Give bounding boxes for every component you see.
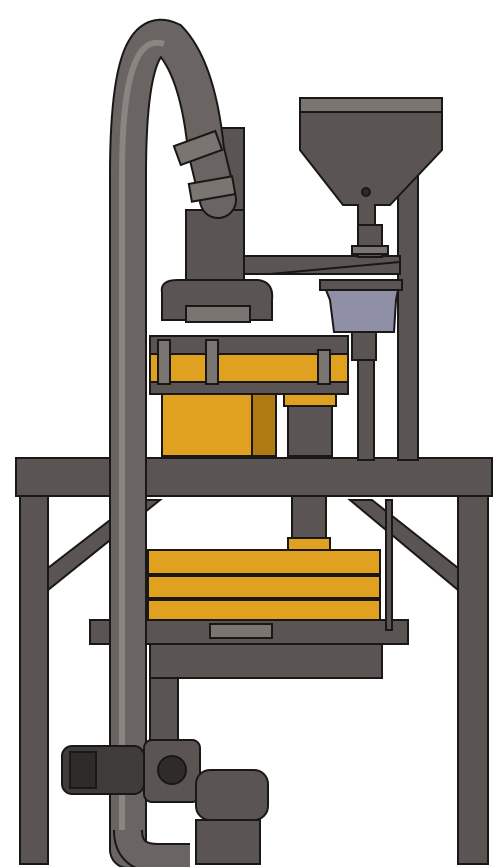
hopper-body	[299, 97, 443, 226]
spout-gold-band	[283, 393, 337, 407]
pump-housing	[195, 769, 269, 821]
base-plate-slot	[209, 623, 273, 639]
cyclone-band	[185, 305, 251, 323]
receiving-hopper-outlet	[351, 331, 377, 361]
cyclone-body	[185, 209, 245, 289]
drum-shade	[251, 393, 277, 457]
receiving-downpipe	[357, 359, 375, 461]
receiving-hopper-lip	[319, 279, 403, 291]
collection-drum	[161, 393, 277, 457]
lower-pipe-body	[291, 495, 327, 541]
screen-tier-3	[147, 599, 381, 621]
lower-pipe-gold-band	[287, 537, 331, 551]
frame-leg-right	[457, 495, 489, 865]
valve-flange	[351, 245, 389, 255]
sieve-clamp-left	[157, 339, 171, 385]
support-rod-right	[385, 499, 393, 631]
base-housing	[149, 643, 383, 679]
sieve-rings	[149, 335, 349, 395]
hose-highlight	[119, 39, 165, 850]
frame-leg-left	[19, 495, 49, 865]
screen-tier-1	[147, 549, 381, 575]
sieve-clamp-mid	[205, 339, 219, 385]
screen-tier-2	[147, 575, 381, 599]
hose-coupling-1	[172, 129, 224, 167]
pump-base	[195, 819, 261, 865]
stacked-screens	[147, 549, 381, 621]
hose-elbow-fill	[115, 829, 190, 867]
sieve-gold-ring	[149, 353, 349, 385]
sieve-clamp-right	[317, 349, 331, 385]
hose-coupling-2	[187, 175, 237, 203]
gearbox-hub	[157, 755, 187, 785]
column-arm-strut	[269, 261, 401, 275]
spout-body	[287, 405, 333, 457]
frame-top-beam	[15, 457, 493, 497]
hopper-rim	[299, 97, 443, 113]
lower-pipe	[287, 495, 331, 551]
hose-fill	[111, 20, 235, 867]
frame-brace-right	[347, 499, 459, 593]
motor-fins	[69, 751, 97, 789]
vacuum-conveying-hose	[109, 18, 237, 867]
outlet-spout	[283, 393, 337, 457]
receiving-hopper	[319, 279, 403, 461]
drive-motor	[61, 739, 269, 865]
hopper-bolt	[361, 187, 371, 197]
feed-hopper	[299, 97, 443, 258]
